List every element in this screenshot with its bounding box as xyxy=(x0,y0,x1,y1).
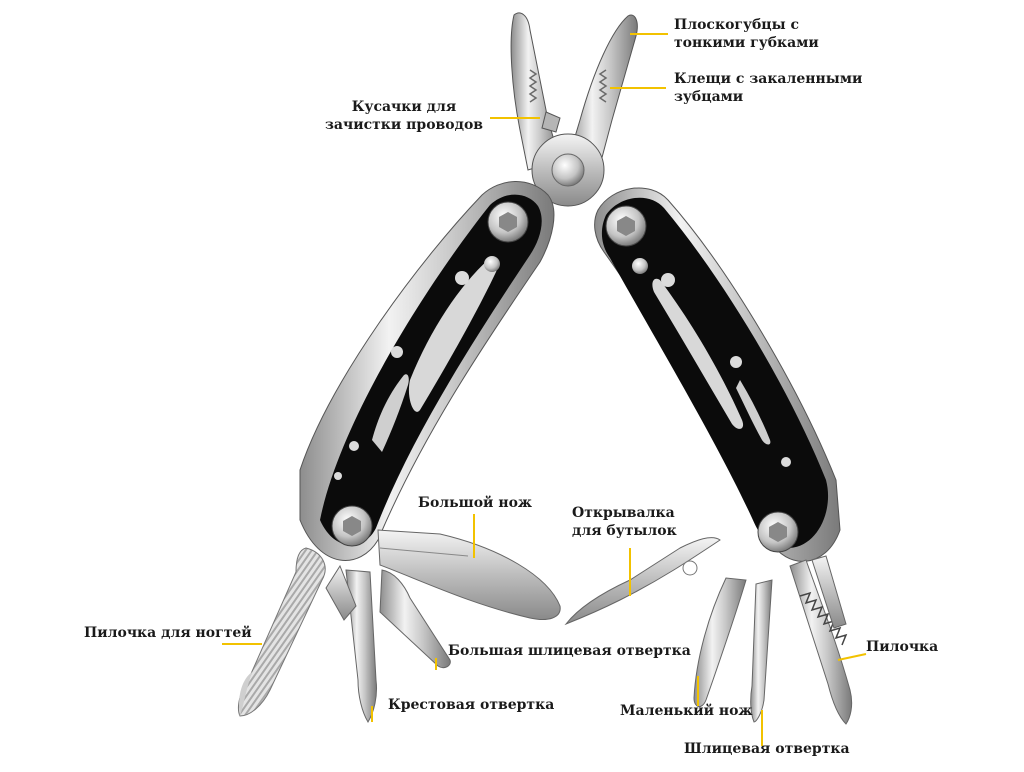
right-tools xyxy=(564,537,853,725)
label-flat-screwdriver: Шлицевая отвертка xyxy=(684,741,850,757)
label-wire-cutters-line2: зачистки проводов xyxy=(324,117,484,133)
label-bottle-opener-line1: Открывалка xyxy=(572,505,675,521)
jaw-teeth-left xyxy=(528,69,538,103)
right-handle xyxy=(594,187,841,562)
label-nail-file: Пилочка для ногтей xyxy=(84,625,252,641)
label-thin-pliers: Плоскогубцы с тонкими губками xyxy=(674,16,819,52)
jaw-teeth-right xyxy=(598,69,608,103)
label-large-flat-screwdriver: Большая шлицевая отвертка xyxy=(448,643,691,659)
small-knife-tool xyxy=(693,577,747,707)
label-hardened-pliers-line1: Клещи с закаленными xyxy=(674,71,863,87)
label-hardened-pliers: Клещи с закаленными зубцами xyxy=(674,70,862,106)
left-jaw xyxy=(510,12,561,171)
wire-cutter-notch xyxy=(541,111,561,133)
label-small-knife: Маленький нож xyxy=(620,703,753,719)
bottle-opener-tool xyxy=(564,537,721,626)
label-thin-pliers-line1: Плоскогубцы с xyxy=(674,17,800,33)
label-wire-cutters-line1: Кусачки для xyxy=(351,99,457,115)
flat-screwdriver-tool xyxy=(750,579,773,723)
label-large-knife: Большой нож xyxy=(418,495,533,511)
label-hardened-pliers-line2: зубцами xyxy=(674,89,744,105)
large-flat-screwdriver-tool xyxy=(379,569,451,669)
label-wire-cutters: Кусачки для зачистки проводов xyxy=(318,98,490,134)
label-thin-pliers-line2: тонкими губками xyxy=(674,35,819,51)
saw-tool xyxy=(789,559,853,725)
label-phillips-screwdriver: Крестовая отвертка xyxy=(388,697,555,713)
leader-lines xyxy=(222,33,867,746)
plier-jaws xyxy=(510,12,638,207)
label-saw: Пилочка xyxy=(866,639,939,655)
label-bottle-opener-line2: для бутылок xyxy=(572,523,677,539)
leader-saw xyxy=(837,653,867,661)
left-handle xyxy=(299,181,555,561)
left-tools xyxy=(237,529,561,723)
label-bottle-opener: Открывалка для бутылок xyxy=(572,504,677,540)
